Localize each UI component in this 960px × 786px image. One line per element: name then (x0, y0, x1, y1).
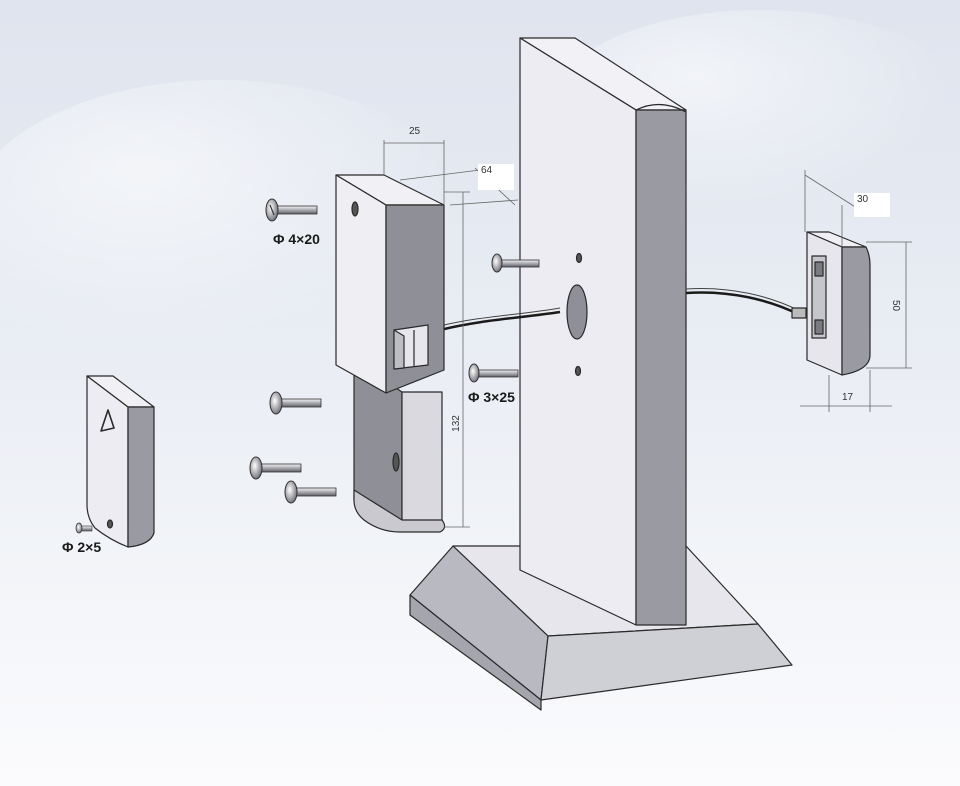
screw (491, 253, 540, 273)
dimension-label-lock-height: 132 (450, 415, 462, 432)
wire-right (685, 291, 801, 317)
screw-size-label: Φ 4×20 (273, 231, 320, 247)
dimension-label-lock-depth: 64 (478, 164, 514, 190)
mount-hole (351, 201, 359, 217)
arrow-emblem (100, 409, 115, 432)
screw-hole (106, 519, 114, 529)
dimension-label-strike-height: 50 (890, 299, 902, 312)
wire-left (439, 310, 561, 332)
screw-size-label: Φ 2×5 (62, 539, 102, 555)
screw (468, 363, 519, 383)
door-panel (519, 37, 687, 626)
cover-plate (86, 375, 155, 548)
cable-hole (566, 284, 588, 340)
screw (249, 456, 302, 480)
screw (284, 480, 337, 504)
wire-connector (791, 307, 807, 319)
dimension-lines (383, 140, 912, 528)
wire-left-twist (439, 307, 561, 327)
dimension-label-strike-depth: 17 (842, 392, 854, 403)
dimension-label-lock-width: 25 (409, 126, 421, 137)
dimension-label-strike-width: 30 (854, 193, 890, 217)
wire-right-twist (685, 287, 801, 312)
screw (269, 391, 322, 415)
strike-plate (791, 231, 871, 376)
screw (265, 198, 318, 222)
lock-body (335, 174, 446, 533)
screw-hole (575, 252, 583, 264)
mount-hole (392, 452, 400, 472)
screw (75, 522, 93, 534)
screw-size-label: Φ 3×25 (468, 389, 515, 405)
screw-hole (574, 365, 582, 377)
